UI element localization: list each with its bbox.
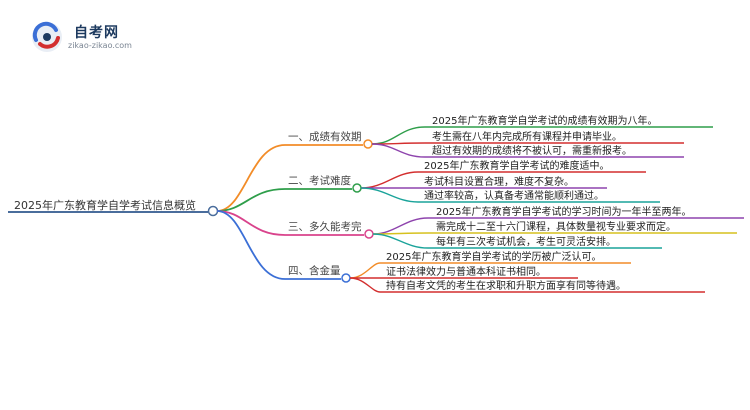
branch-connector-1 — [363, 139, 373, 149]
svg-text:每年有三次考试机会，考生可灵活安排。: 每年有三次考试机会，考生可灵活安排。 — [436, 235, 616, 248]
leaf-1-3: 超过有效期的成绩将不被认可，需重新报考。 — [425, 144, 684, 158]
leaf-3-1: 2025年广东教育学自学考试的学习时间为一年半至两年。 — [428, 205, 744, 219]
root-label: 2025年广东教育学自学考试信息概览 — [14, 198, 196, 212]
leaf-4-2: 证书法律效力与普通本科证书相同。 — [380, 265, 578, 279]
branch-connector-4 — [341, 273, 351, 283]
logo-url: zikao-zikao.com — [68, 41, 132, 50]
branch-label-1: 一、成绩有效期 — [288, 130, 362, 143]
svg-text:2025年广东教育学自学考试的学历被广泛认可。: 2025年广东教育学自学考试的学历被广泛认可。 — [386, 250, 601, 263]
svg-text:超过有效期的成绩将不被认可，需重新报考。: 超过有效期的成绩将不被认可，需重新报考。 — [432, 144, 632, 157]
svg-text:需完成十二至十六门课程，具体数量视专业要求而定。: 需完成十二至十六门课程，具体数量视专业要求而定。 — [436, 220, 676, 233]
svg-text:2025年广东教育学自学考试的难度适中。: 2025年广东教育学自学考试的难度适中。 — [424, 159, 609, 172]
branch-node-2[interactable]: 二、考试难度 — [285, 174, 362, 193]
branch-label-2: 二、考试难度 — [288, 174, 351, 187]
leaf-2-2: 考试科目设置合理，难度不复杂。 — [418, 175, 607, 189]
branch-connector-2 — [352, 183, 362, 193]
svg-text:2025年广东教育学自学考试的成绩有效期为八年。: 2025年广东教育学自学考试的成绩有效期为八年。 — [432, 114, 657, 127]
leaf-1-1: 2025年广东教育学自学考试的成绩有效期为八年。 — [425, 114, 713, 128]
root-node[interactable]: 2025年广东教育学自学考试信息概览 — [8, 198, 219, 217]
svg-text:证书法律效力与普通本科证书相同。: 证书法律效力与普通本科证书相同。 — [386, 265, 546, 278]
leaf-3-2: 需完成十二至十六门课程，具体数量视专业要求而定。 — [428, 220, 737, 234]
svg-text:通过率较高，认真备考通常能顺利通过。: 通过率较高，认真备考通常能顺利通过。 — [424, 189, 604, 202]
site-logo[interactable]: 自考网 zikao-zikao.com — [30, 18, 150, 58]
branch-1-curve — [216, 144, 286, 212]
branch-label-3: 三、多久能考完 — [288, 220, 362, 233]
leaf-2-3: 通过率较高，认真备考通常能顺利通过。 — [418, 189, 660, 203]
leaf-1-2: 考生需在八年内完成所有课程并申请毕业。 — [425, 130, 684, 144]
leaf-2-1: 2025年广东教育学自学考试的难度适中。 — [418, 159, 646, 173]
leaf-4-1: 2025年广东教育学自学考试的学历被广泛认可。 — [380, 250, 631, 264]
logo-emblem-icon — [32, 21, 62, 52]
branch-connector-3 — [364, 229, 374, 239]
logo-name: 自考网 — [74, 25, 119, 41]
leaf-3-3: 每年有三次考试机会，考生可灵活安排。 — [428, 235, 662, 249]
branch-node-4[interactable]: 四、含金量 — [285, 264, 351, 283]
svg-text:考试科目设置合理，难度不复杂。: 考试科目设置合理，难度不复杂。 — [424, 175, 574, 188]
branch-4-curve — [216, 210, 286, 280]
branch-3-curve — [216, 210, 286, 236]
branch-node-3[interactable]: 三、多久能考完 — [285, 220, 374, 239]
svg-text:持有自考文凭的考生在求职和升职方面享有同等待遇。: 持有自考文凭的考生在求职和升职方面享有同等待遇。 — [386, 279, 626, 292]
svg-text:2025年广东教育学自学考试的学习时间为一年半至两年。: 2025年广东教育学自学考试的学习时间为一年半至两年。 — [436, 205, 691, 218]
leaf-4-3: 持有自考文凭的考生在求职和升职方面享有同等待遇。 — [380, 279, 705, 293]
svg-text:考生需在八年内完成所有课程并申请毕业。: 考生需在八年内完成所有课程并申请毕业。 — [432, 130, 622, 143]
branch-node-1[interactable]: 一、成绩有效期 — [285, 130, 373, 149]
branch-2-curve — [216, 188, 286, 212]
root-connector — [207, 205, 219, 217]
branch-label-4: 四、含金量 — [288, 264, 341, 277]
